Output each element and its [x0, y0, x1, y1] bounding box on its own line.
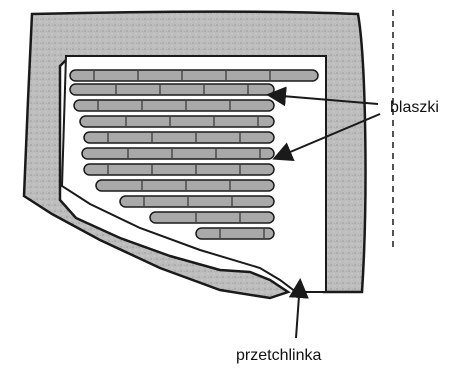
- label-septum: przetchlinka: [236, 347, 321, 364]
- plate: [74, 100, 274, 111]
- plate: [70, 84, 274, 95]
- plate: [80, 116, 274, 127]
- plate: [84, 164, 274, 175]
- plate: [120, 196, 274, 207]
- label-plates: blaszki: [390, 99, 439, 116]
- plate: [70, 70, 318, 81]
- plate: [84, 132, 274, 143]
- plate: [196, 228, 274, 239]
- plate: [96, 180, 274, 191]
- plate: [82, 148, 274, 159]
- plate: [150, 212, 274, 223]
